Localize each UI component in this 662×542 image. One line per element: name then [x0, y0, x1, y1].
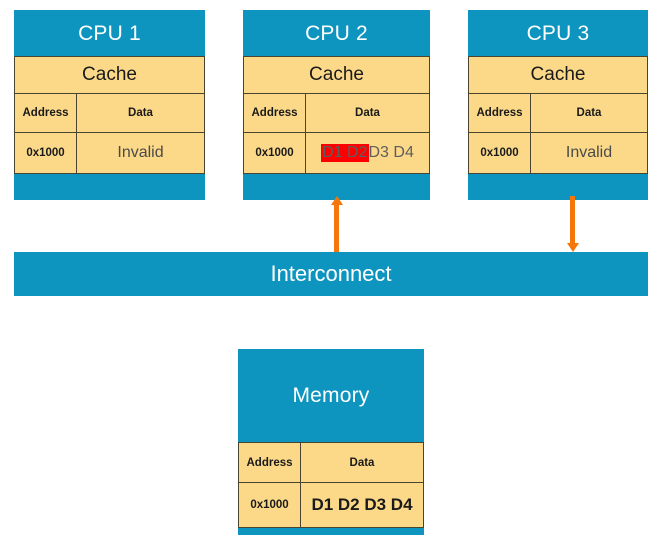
connector-cpu-2: [330, 196, 343, 252]
cpu-1-col-address: Address: [15, 94, 77, 132]
memory-table-header: Address Data: [238, 442, 424, 482]
memory-table-row: 0x1000 D1 D2 D3 D4: [238, 482, 424, 528]
cpu-2-cache-label: Cache: [243, 56, 430, 93]
memory-title: Memory: [292, 384, 370, 407]
memory-col-address: Address: [239, 443, 301, 482]
connector-cpu-3-arrowhead-down: [566, 243, 579, 252]
cpu-1-table-header: Address Data: [14, 93, 205, 132]
cpu-3-cell-address: 0x1000: [469, 133, 531, 173]
memory-col-data: Data: [349, 456, 375, 469]
cpu-2-data-rest: D3 D4: [368, 144, 414, 161]
cpu-1-cell-data: Invalid: [117, 144, 164, 161]
cpu-3-table-header: Address Data: [468, 93, 648, 132]
memory-cell-address: 0x1000: [239, 483, 301, 527]
cpu-2-cell-address: 0x1000: [244, 133, 306, 173]
cpu-2-col-data: Data: [355, 107, 380, 119]
cpu-2-title: CPU 2: [305, 21, 368, 45]
connector-cpu-2-line: [334, 203, 339, 252]
cpu-1-col-data: Data: [128, 107, 153, 119]
cpu-2-table-header: Address Data: [243, 93, 430, 132]
connector-cpu-2-arrowhead-up: [330, 196, 343, 205]
interconnect-label: Interconnect: [270, 261, 392, 286]
cpu-2-data-highlighted: D1 D2: [321, 144, 369, 162]
interconnect-bar: Interconnect: [14, 252, 648, 296]
memory-cell-data: D1 D2 D3 D4: [311, 495, 413, 514]
cpu-2-table-row: 0x1000 D1 D2 D3 D4: [243, 132, 430, 174]
cpu-2-block: CPU 2 Cache Address Data 0x1000 D1 D2 D3…: [243, 10, 430, 200]
cpu-1-table-row: 0x1000 Invalid: [14, 132, 205, 174]
cpu-1-cell-address: 0x1000: [15, 133, 77, 173]
cpu-2-col-address: Address: [244, 94, 306, 132]
cpu-3-col-data: Data: [576, 107, 602, 119]
memory-block: Memory Address Data 0x1000 D1 D2 D3 D4: [238, 349, 424, 535]
cpu-1-title: CPU 1: [78, 21, 141, 45]
cpu-2-cell-data: D1 D2 D3 D4: [306, 133, 429, 173]
connector-cpu-3: [566, 196, 579, 252]
cpu-3-cell-data: Invalid: [565, 144, 613, 161]
cpu-3-col-address: Address: [469, 94, 531, 132]
cpu-3-cache-label: Cache: [468, 56, 648, 93]
cpu-3-block: CPU 3 Cache Address Data 0x1000 Invalid: [468, 10, 648, 200]
cpu-1-block: CPU 1 Cache Address Data 0x1000 Invalid: [14, 10, 205, 200]
cpu-1-cache-label: Cache: [14, 56, 205, 93]
cpu-3-table-row: 0x1000 Invalid: [468, 132, 648, 174]
cpu-3-title: CPU 3: [526, 21, 590, 45]
connector-cpu-3-line: [570, 196, 575, 245]
